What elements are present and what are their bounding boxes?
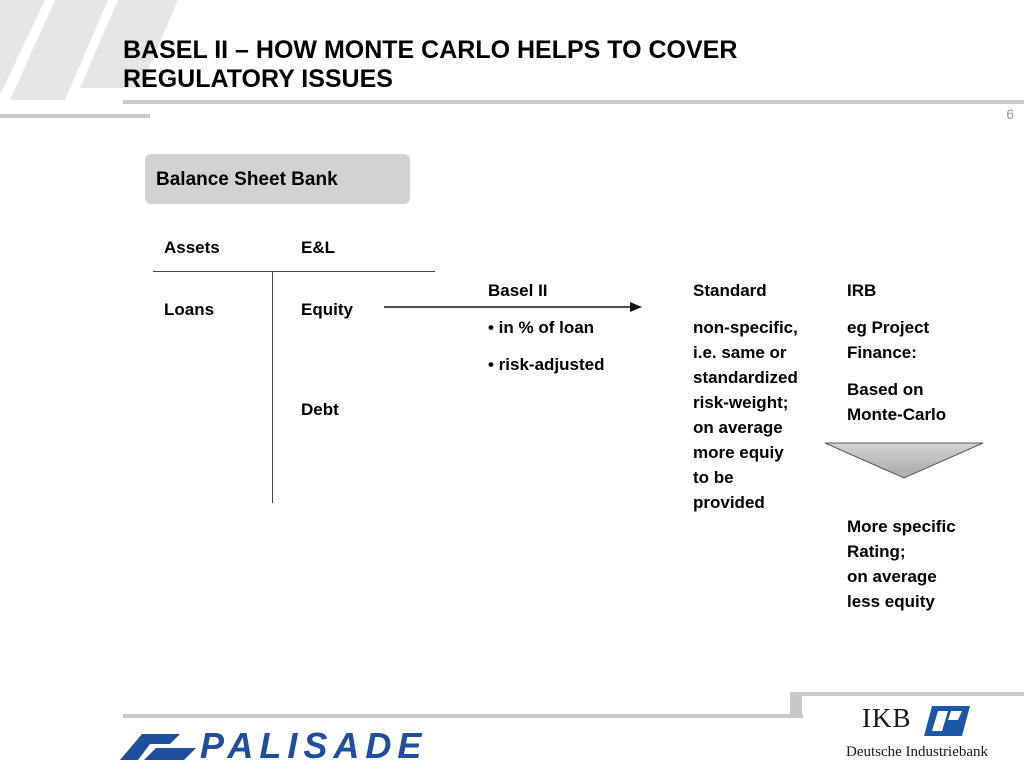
irb-result: More specific Rating; on average less eq… [847,514,956,614]
equity-arrow [384,302,642,312]
basel-heading: Basel II [488,281,548,300]
footer-divider-right [790,692,1024,696]
irb-result-line: Rating; [847,542,906,561]
footer-divider [123,714,803,718]
standard-heading: Standard [693,281,767,300]
loans-label: Loans [164,300,215,319]
standard-line: standardized [693,368,798,387]
standard-line: i.e. same or [693,343,787,362]
standard-line: non-specific, [693,318,798,337]
irb-result-line: on average [847,567,937,586]
basel-bullet-1: • in % of loan [488,318,595,337]
irb-basis-line2: Monte-Carlo [847,405,947,424]
funnel-arrow-icon [824,442,984,479]
balance-sheet-box: Balance Sheet Bank [145,154,410,204]
standard-line: more equiy [693,443,784,462]
ikb-logo-mark [924,706,970,736]
irb-basis: Based on Monte-Carlo [847,377,946,427]
irb-result-line: less equity [847,592,935,611]
page-number: 6 [1006,106,1014,122]
debt-label: Debt [301,400,339,419]
irb-example-line2: Finance: [847,343,917,362]
irb-example-line1: eg Project [847,318,930,337]
title-divider-left [0,114,150,118]
t-account-horizontal-line [153,271,435,272]
equity-label: Equity [301,300,353,319]
ikb-subtitle: Deutsche Industriebank [846,744,989,760]
assets-header: Assets [164,238,220,257]
standard-line: provided [693,493,765,512]
slide-title: BASEL II – HOW MONTE CARLO HELPS TO COVE… [123,36,883,94]
standard-line: on average [693,418,783,437]
palisade-logo-mark [120,734,196,760]
palisade-logo: PALISADE [200,725,428,766]
el-header: E&L [301,238,335,257]
irb-example: eg Project Finance: [847,315,929,365]
standard-line: to be [693,468,734,487]
t-account-vertical-line [272,271,273,503]
footer-divider-step [790,692,802,718]
title-divider [123,100,1024,104]
basel-bullet-2: • risk-adjusted [488,355,605,374]
irb-basis-line1: Based on [847,380,924,399]
slide-title-line2: REGULATORY ISSUES [123,65,393,93]
standard-description: non-specific, i.e. same or standardized … [693,315,798,515]
irb-heading: IRB [847,281,877,300]
slide-title-line1: BASEL II – HOW MONTE CARLO HELPS TO COVE… [123,36,738,64]
ikb-logo: IKB [862,703,912,733]
corner-logo-graphic [0,0,178,100]
standard-line: risk-weight; [693,393,789,412]
irb-result-line: More specific [847,517,956,536]
